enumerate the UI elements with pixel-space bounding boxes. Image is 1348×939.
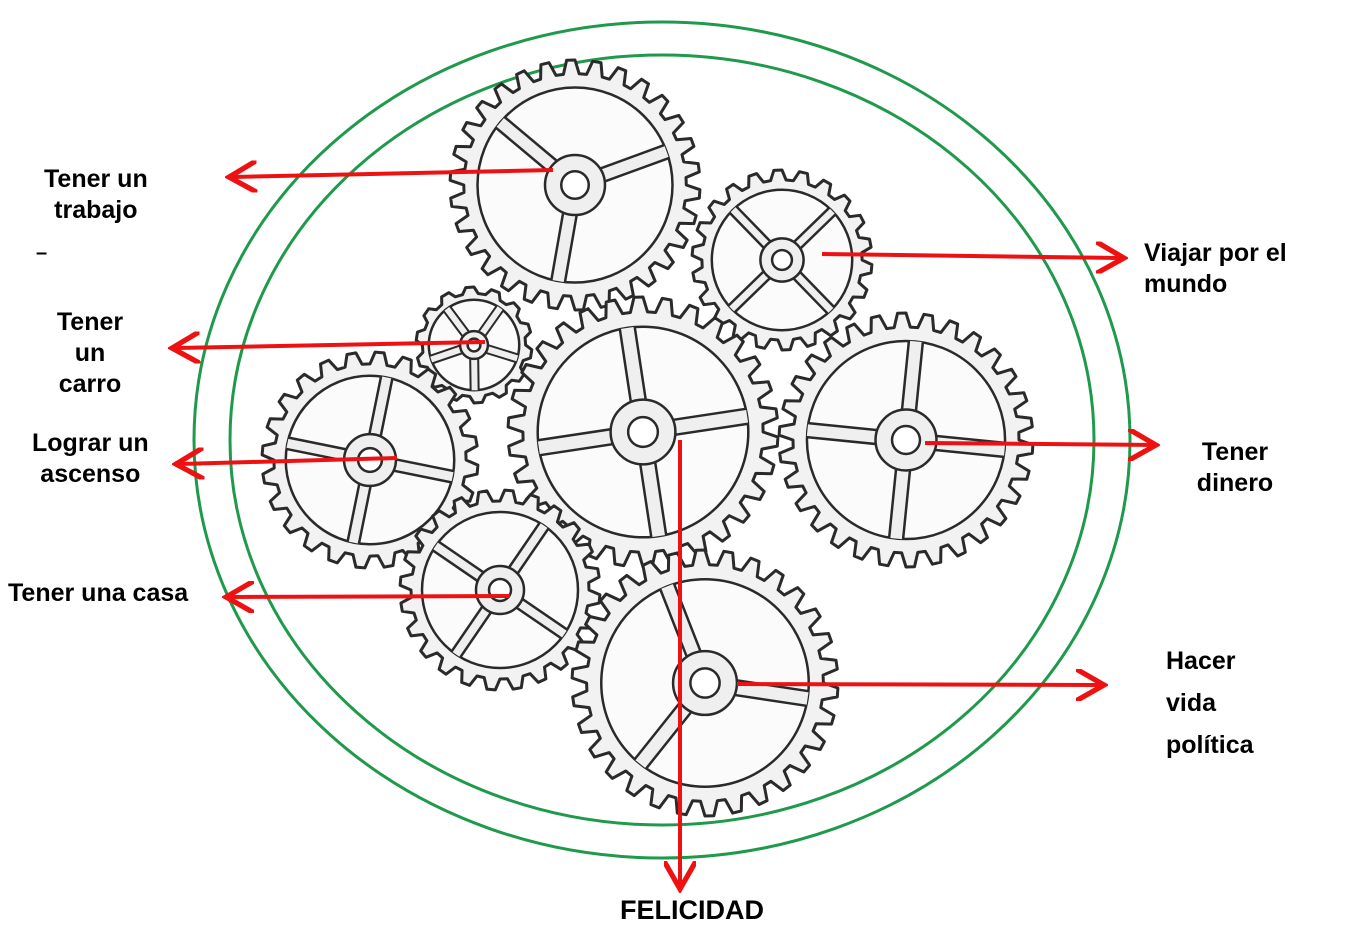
label-tener-dinero: Tener dinero — [1180, 437, 1290, 499]
gear-trabajo — [450, 60, 700, 310]
arrow-casa — [230, 596, 510, 597]
stray-mark: – — [36, 238, 47, 269]
label-felicidad: FELICIDAD — [620, 895, 764, 926]
arrow-viajar — [822, 254, 1120, 258]
label-tener-una-casa: Tener una casa — [8, 578, 188, 609]
label-viajar-por-el-mundo: Viajar por el mundo — [1144, 238, 1287, 300]
label-hacer-vida-politica: Hacer vida política — [1166, 640, 1254, 766]
label-lograr-un-ascenso: Lograr un ascenso — [32, 428, 149, 490]
arrow-politica — [737, 684, 1100, 685]
arrow-dinero — [925, 443, 1152, 445]
label-tener-un-carro: Tener un carro — [30, 307, 150, 400]
label-tener-un-trabajo: Tener un trabajo — [44, 164, 148, 226]
gear-dinero — [779, 313, 1033, 567]
